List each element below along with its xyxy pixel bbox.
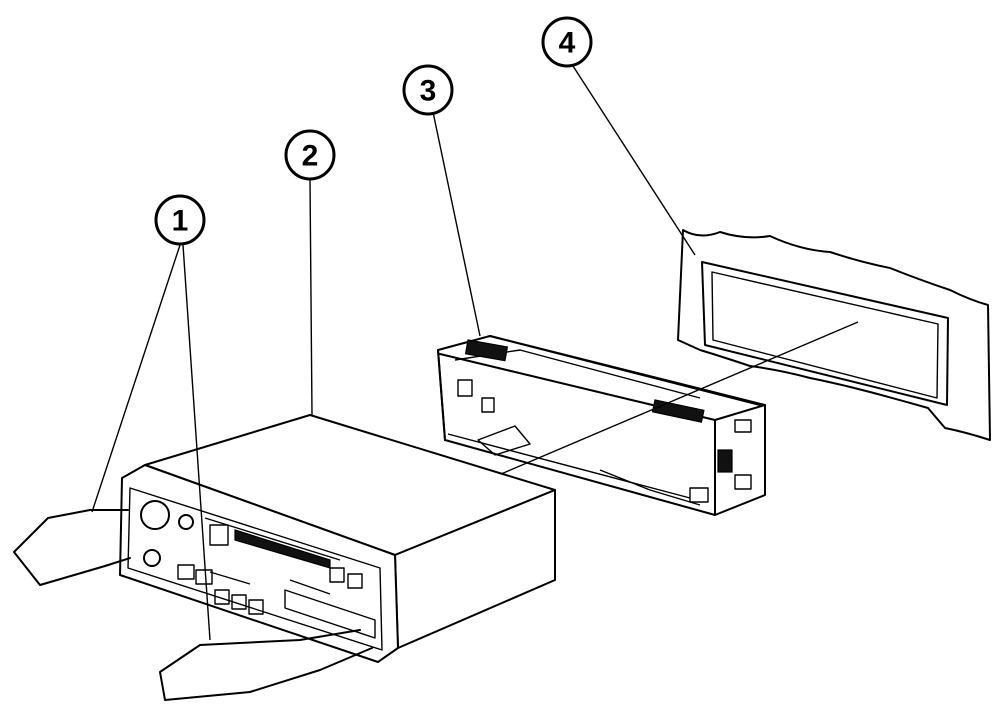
callout-4-label: 4 [559,27,576,60]
callout-3-label: 3 [420,75,437,108]
removal-key-left [13,509,131,586]
part-3-mounting-sleeve [437,335,766,516]
callout-2-label: 2 [302,140,319,173]
part-2-radio-unit [119,414,556,663]
callout-1: 1 [154,194,206,246]
assembly-guide-line [439,321,859,501]
leader-lines [91,65,696,641]
callout-1-label: 1 [172,205,189,238]
part-1-removal-keys [13,509,373,701]
radio-faceplate [119,464,399,663]
part-4-dash-frame [677,229,991,441]
volume-knob [140,500,170,530]
callout-2: 2 [284,129,336,181]
dash-frame-opening [701,261,949,406]
callout-4: 4 [541,16,593,68]
removal-key-right [159,629,373,701]
callout-3: 3 [402,64,454,116]
